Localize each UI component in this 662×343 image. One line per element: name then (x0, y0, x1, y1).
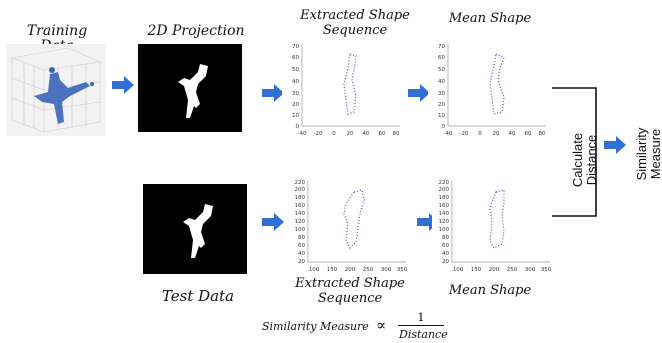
y-tick: 40 (442, 251, 449, 257)
x-tick: 0 (478, 131, 482, 137)
extracted-shape-plot-top: 70 60 50 40 30 20 10 0 -40 -20 0 20 40 6… (282, 40, 404, 140)
extracted-shape-label-bottom: Extracted Shape Sequence (295, 276, 405, 306)
x-tick: 200 (345, 267, 356, 273)
mean-shape-plot-top: 70 60 50 40 30 20 10 0 -40 -20 0 20 40 6… (428, 40, 550, 140)
y-tick: 60 (298, 243, 305, 249)
mean-shape-plot-bottom: 220 200 180 160 140 120 100 80 60 40 20 … (432, 178, 554, 276)
x-tick: -20 (314, 131, 323, 137)
x-tick: 60 (379, 131, 386, 137)
y-tick: 60 (292, 55, 299, 61)
y-tick: 120 (439, 219, 450, 225)
mean-shape-label-top: Mean Shape (448, 11, 532, 26)
bracket-connector (552, 87, 597, 217)
mean-shape-label-bottom: Mean Shape (448, 283, 532, 298)
arrow-right-icon (408, 84, 430, 102)
y-tick: 220 (295, 180, 306, 186)
y-tick: 20 (442, 259, 449, 265)
projection-image-top (138, 44, 242, 132)
test-data-label: Test Data (161, 287, 235, 305)
y-tick: 80 (298, 235, 305, 241)
y-tick: 180 (295, 195, 306, 201)
point-cloud (34, 67, 94, 124)
formula-lhs: Similarity Measure (262, 320, 369, 333)
y-tick: 160 (439, 203, 450, 209)
y-tick: 60 (438, 55, 445, 61)
x-tick: 300 (381, 267, 392, 273)
x-tick: 20 (493, 131, 500, 137)
y-tick: 20 (298, 259, 305, 265)
shape-contour (489, 189, 505, 249)
y-tick: 180 (439, 195, 450, 201)
y-tick: 50 (438, 67, 445, 73)
y-tick: 30 (438, 91, 445, 97)
y-tick: 120 (295, 219, 306, 225)
extracted-shape-plot-bottom: 220 200 180 160 140 120 100 80 60 40 20 … (288, 178, 410, 276)
y-tick: 40 (298, 251, 305, 257)
formula-numerator: 1 (417, 311, 425, 324)
shape-contour (489, 53, 505, 115)
y-tick: 40 (438, 79, 445, 85)
y-tick: 30 (292, 91, 299, 97)
arrow-right-icon (262, 213, 284, 231)
projection-label: 2D Projection (147, 23, 245, 39)
x-tick: 150 (327, 267, 338, 273)
test-data-image (143, 184, 247, 274)
training-data-image (6, 44, 106, 136)
y-tick: 10 (438, 113, 445, 119)
x-tick: 100 (309, 267, 320, 273)
arrow-right-icon (262, 84, 284, 102)
formula-denominator: Distance (399, 328, 448, 341)
y-tick: 70 (292, 44, 299, 50)
x-tick: 150 (471, 267, 482, 273)
y-tick: 20 (438, 102, 445, 108)
x-tick: 60 (525, 131, 532, 137)
y-tick: 40 (292, 79, 299, 85)
y-tick: 60 (442, 243, 449, 249)
y-tick: 140 (439, 211, 450, 217)
y-tick: 220 (439, 180, 450, 186)
similarity-formula: Similarity Measure ∝ 1 Distance (262, 310, 462, 342)
x-tick: -40 (298, 131, 307, 137)
shape-contour (343, 189, 365, 250)
y-tick: 140 (295, 211, 306, 217)
proportional-symbol: ∝ (376, 316, 387, 334)
y-tick: 100 (439, 227, 450, 233)
arrow-right-icon (604, 136, 626, 154)
x-tick: 80 (393, 131, 400, 137)
fraction-bar (398, 325, 444, 326)
x-tick: 40 (509, 131, 516, 137)
y-tick: 20 (292, 102, 299, 108)
x-tick: -40 (444, 131, 453, 137)
y-tick: 0 (296, 124, 300, 130)
x-tick: -20 (460, 131, 469, 137)
x-tick: 40 (363, 131, 370, 137)
x-tick: 350 (397, 267, 408, 273)
x-tick: 300 (525, 267, 536, 273)
y-tick: 10 (292, 113, 299, 119)
y-tick: 70 (438, 44, 445, 50)
x-tick: 80 (539, 131, 546, 137)
similarity-measure-label: Similarity Measure (634, 127, 662, 181)
x-tick: 350 (541, 267, 552, 273)
x-tick: 250 (507, 267, 518, 273)
arrow-right-icon (112, 76, 134, 94)
x-tick: 250 (363, 267, 374, 273)
x-tick: 20 (347, 131, 354, 137)
y-tick: 160 (295, 203, 306, 209)
y-tick: 80 (442, 235, 449, 241)
x-tick: 100 (453, 267, 464, 273)
y-tick: 50 (292, 67, 299, 73)
x-tick: 200 (489, 267, 500, 273)
calculate-distance-label: Calculate Distance (570, 132, 599, 188)
x-tick: 0 (332, 131, 336, 137)
extracted-shape-label-top: Extracted Shape Sequence (300, 8, 410, 38)
y-tick: 100 (295, 227, 306, 233)
y-tick: 200 (295, 187, 306, 193)
y-tick: 200 (439, 187, 450, 193)
y-tick: 0 (442, 124, 446, 130)
shape-contour (343, 53, 357, 115)
